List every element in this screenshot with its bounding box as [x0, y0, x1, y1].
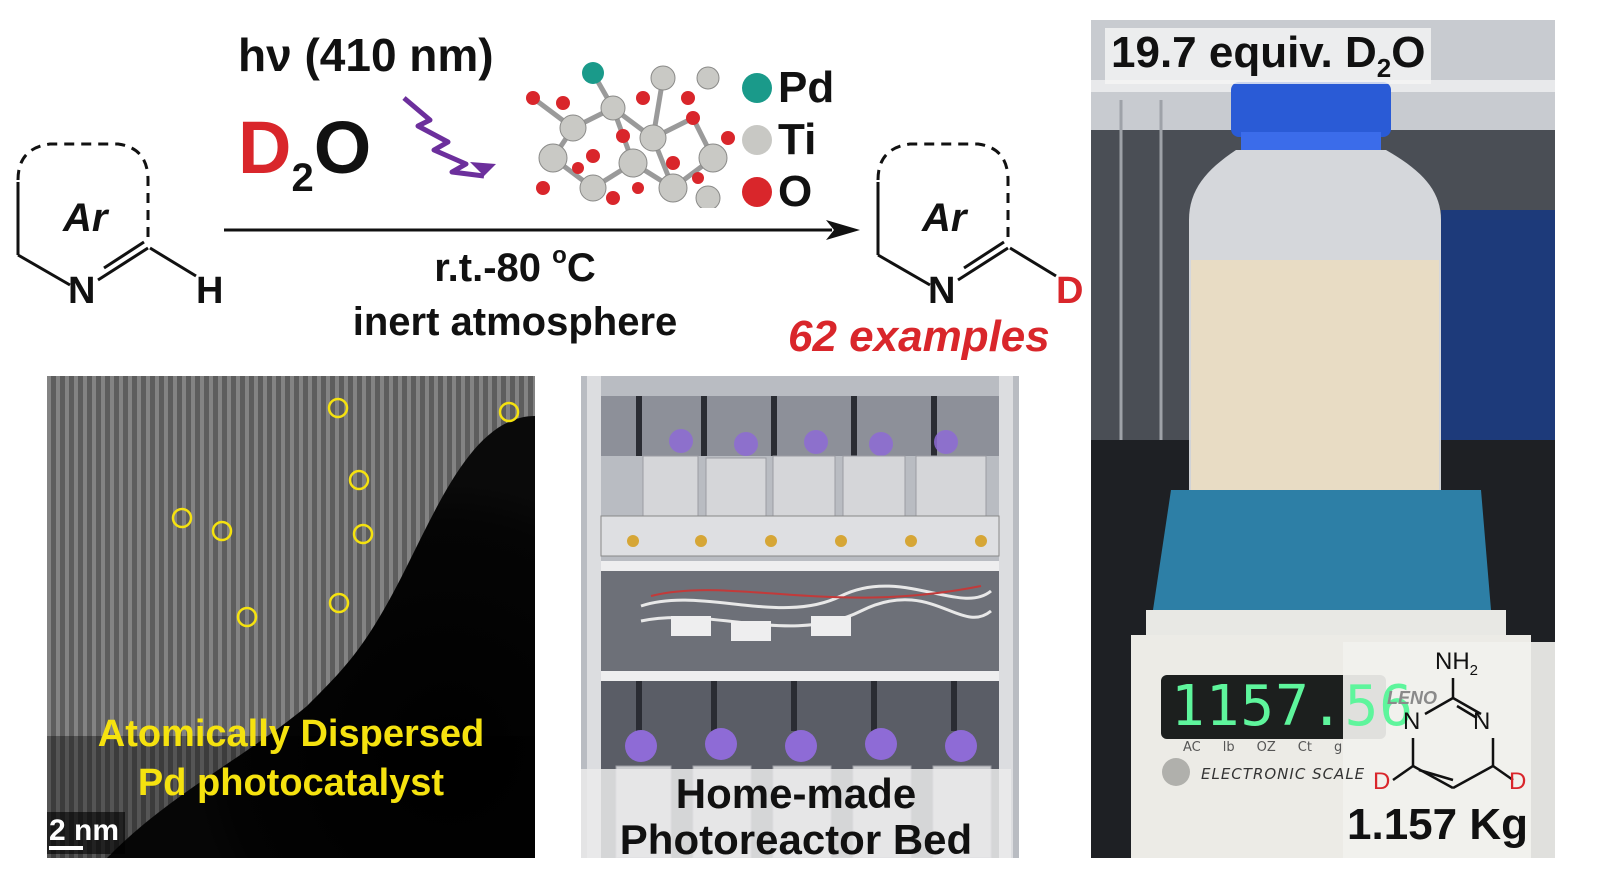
molecule-n-right: N	[1473, 708, 1491, 735]
scale-photo	[1091, 20, 1555, 858]
legend-item-ti: Ti	[742, 114, 834, 166]
tem-caption-line1: Atomically Dispersed	[97, 713, 485, 755]
o-atom-icon	[742, 177, 772, 207]
d2o-o: O	[313, 106, 372, 189]
temperature-condition: r.t.-80 oC	[390, 242, 640, 291]
product-structure	[876, 142, 1057, 287]
atmosphere-condition: inert atmosphere	[352, 300, 678, 344]
legend-label-pd: Pd	[778, 63, 835, 112]
scale-key-oz: OZ	[1256, 740, 1276, 755]
pyrimidine-structure	[1392, 678, 1514, 790]
reactant-h-label: H	[196, 270, 224, 312]
d2o-sub: 2	[291, 156, 314, 200]
molecule-d-left: D	[1373, 768, 1391, 795]
product-d-label: D	[1056, 270, 1084, 312]
reactor-caption-line1: Home-made	[675, 770, 917, 817]
examples-count: 62 examples	[788, 312, 1050, 361]
molecule-n-left: N	[1403, 708, 1421, 735]
mass-label: 1.157 Kg	[1347, 800, 1528, 849]
scale-key-ct: Ct	[1297, 740, 1312, 755]
temp-degree: o	[552, 242, 567, 269]
reactor-caption-line2: Photoreactor Bed	[619, 816, 973, 859]
equiv-sub: 2	[1376, 53, 1392, 83]
product-n-label: N	[928, 270, 956, 312]
scalebar-text: 2 nm	[49, 814, 120, 847]
scale-photo-panel: 19.7 equiv. D2O 1157.56 AC lb OZ Ct g EL…	[1091, 20, 1555, 858]
reactant-ar-label: Ar	[63, 196, 108, 240]
scale-display-readout: 1157.56	[1171, 674, 1415, 739]
tem-scalebar: 2 nm	[47, 812, 126, 854]
legend-label-ti: Ti	[778, 115, 817, 164]
equiv-text: 19.7 equiv. D	[1111, 28, 1377, 77]
scale-name: ELECTRONIC SCALE	[1201, 765, 1366, 783]
reaction-arrow	[224, 220, 860, 240]
molecule-nh2: NH2	[1435, 648, 1478, 679]
tem-caption-line2: Pd photocatalyst	[137, 762, 445, 804]
reactor-caption: Home-made Photoreactor Bed	[581, 769, 1011, 858]
equiv-o: O	[1391, 28, 1426, 77]
reactant-structure	[16, 142, 197, 287]
temp-unit: C	[566, 246, 596, 290]
atom-legend: Pd Ti O	[742, 62, 834, 218]
reaction-scheme: Ar N H hν (410 nm) D2O	[0, 0, 1090, 370]
scalebar-line	[49, 846, 83, 850]
nh2-sub: 2	[1469, 661, 1479, 679]
product-ar-label: Ar	[922, 196, 967, 240]
catalyst-structure-image	[513, 58, 738, 208]
nh2-text: NH	[1435, 648, 1470, 675]
photoreactor-photo-panel: Home-made Photoreactor Bed	[581, 376, 1019, 858]
legend-item-pd: Pd	[742, 62, 834, 114]
tem-image-panel: Atomically Dispersed Pd photocatalyst 2 …	[47, 376, 535, 858]
light-wave-icon	[402, 96, 496, 179]
d2o-d: D	[238, 106, 292, 189]
ti-atom-icon	[742, 125, 772, 155]
legend-label-o: O	[778, 167, 813, 216]
molecule-d-right: D	[1509, 768, 1527, 795]
temp-range: r.t.-80	[434, 246, 542, 290]
pd-atom-icon	[742, 73, 772, 103]
light-condition: hν (410 nm)	[238, 29, 494, 81]
d2o-reagent: D2O	[238, 105, 371, 201]
scale-brand-logo: LENO	[1387, 688, 1438, 708]
scale-key-ac: AC	[1183, 740, 1201, 755]
scale-key-g: g	[1333, 740, 1343, 755]
tem-micrograph	[47, 376, 535, 858]
scale-unit-keys: AC lb OZ Ct g	[1183, 740, 1342, 755]
reactant-n-label: N	[68, 270, 96, 312]
scale-key-lb: lb	[1222, 740, 1235, 755]
legend-item-o: O	[742, 166, 834, 218]
equiv-label: 19.7 equiv. D2O	[1105, 28, 1432, 84]
